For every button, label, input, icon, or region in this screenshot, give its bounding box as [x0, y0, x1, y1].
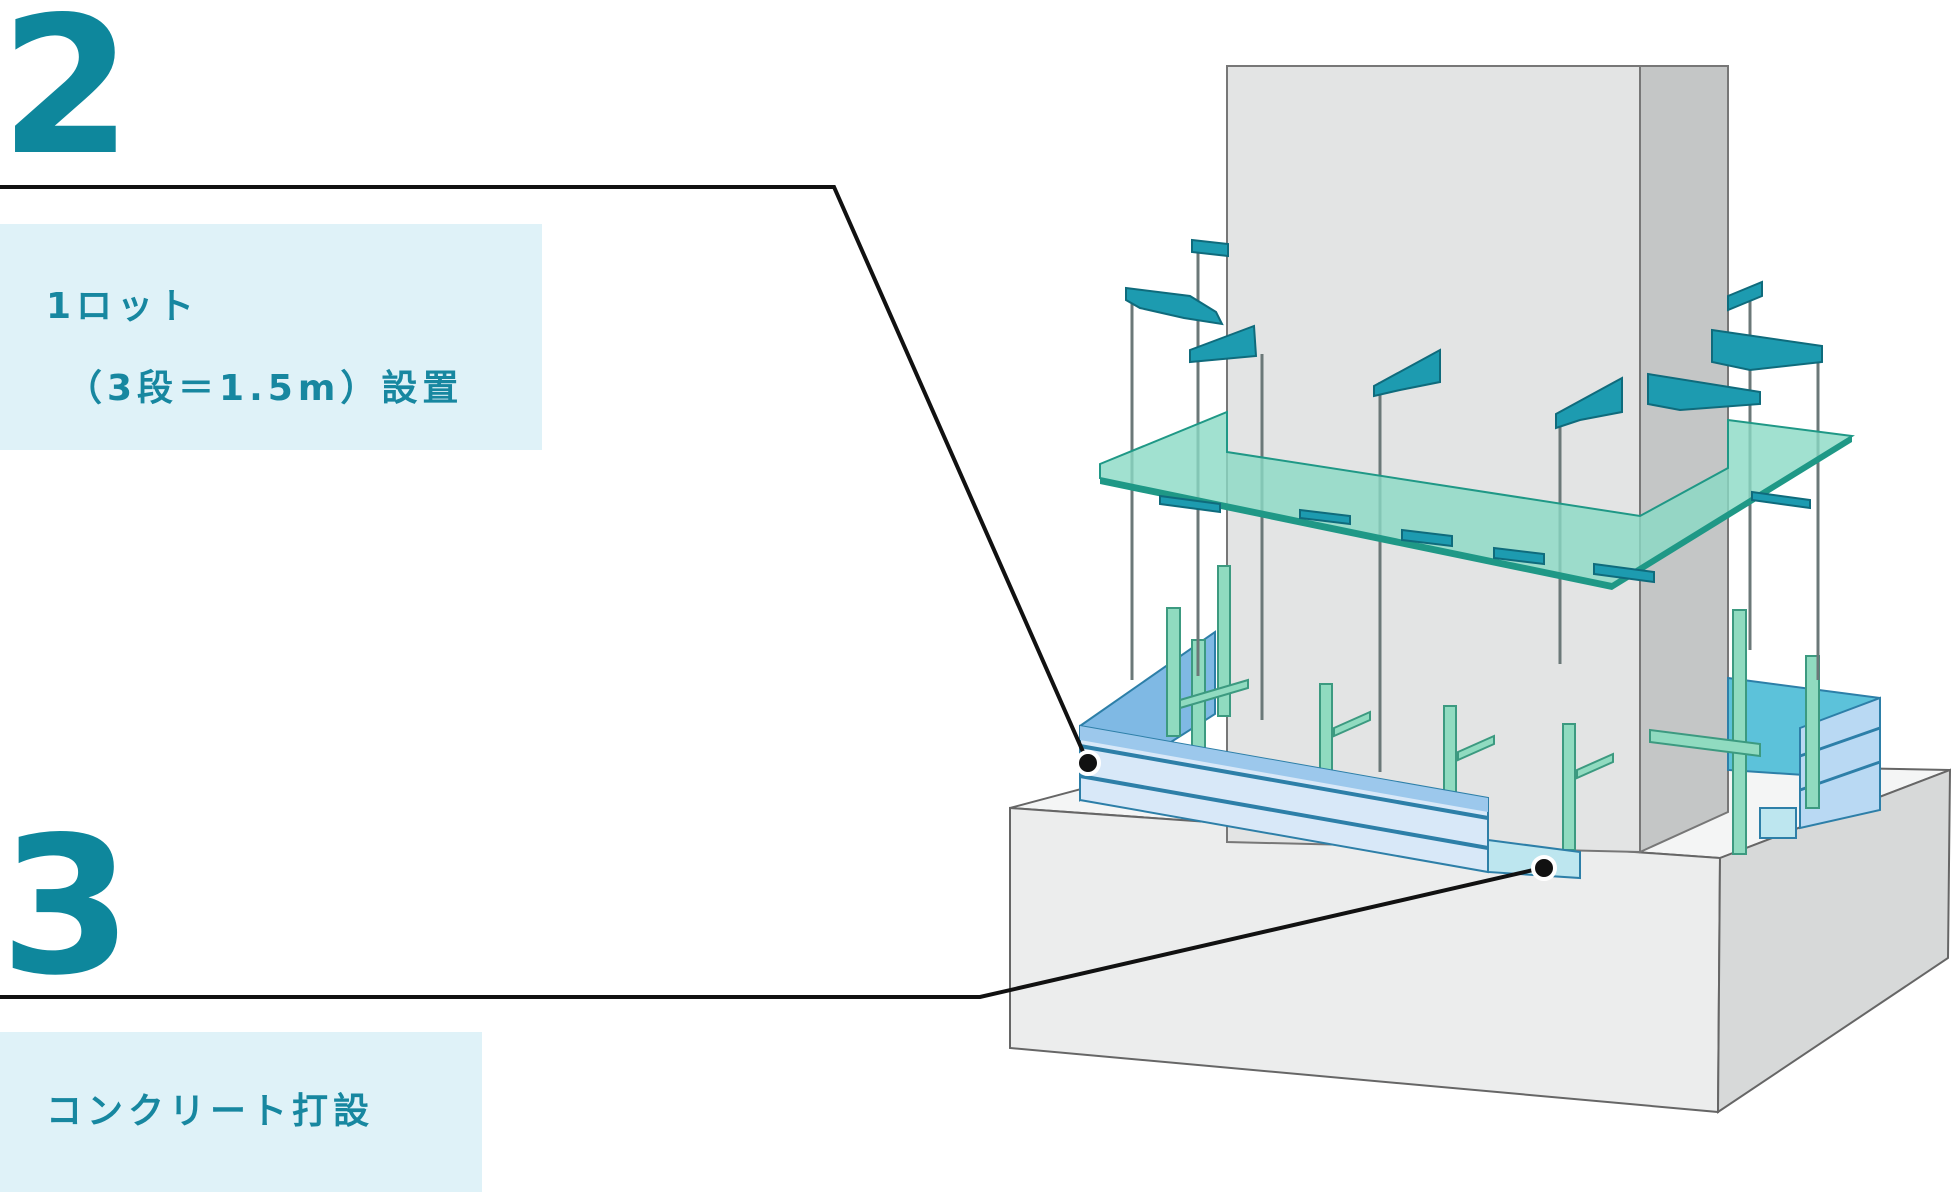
leader-dot-step-2: [1075, 750, 1101, 776]
step-2-number: 2: [0, 0, 133, 197]
step-2-label-box: 1ロット （3段＝1.5m）設置: [0, 224, 542, 450]
step-3-label-line-1: コンクリート打設: [46, 1091, 375, 1132]
working-platform: [1099, 410, 1855, 590]
leader-dot-step-3: [1531, 855, 1557, 881]
formwork-front: [1079, 724, 1581, 880]
step-3-number: 3: [0, 796, 133, 1017]
suspension-brackets: [1125, 238, 1823, 584]
step-2-label-line-1: 1ロット: [46, 286, 200, 327]
step-3-label-box: コンクリート打設: [0, 1032, 482, 1192]
step-2-label-line-2: （3段＝1.5m）設置: [66, 368, 464, 409]
rebar-uprights: [1166, 565, 1820, 855]
pier-column: [1226, 65, 1729, 854]
leader-lines: [0, 185, 1543, 999]
